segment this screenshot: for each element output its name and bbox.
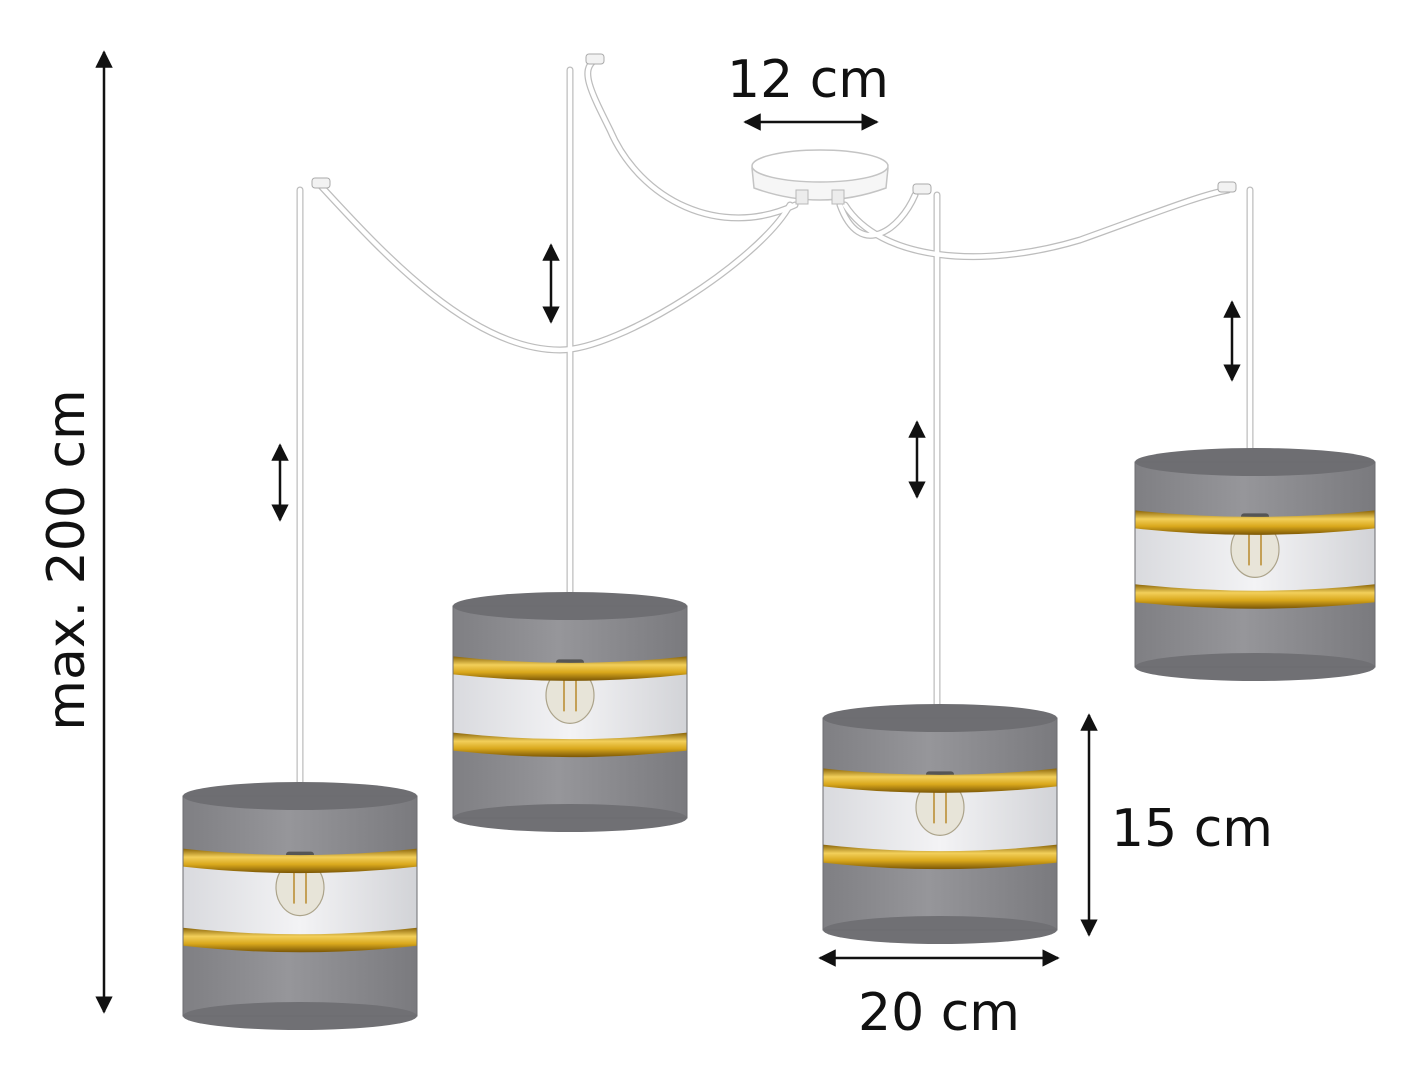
hook-3 (912, 183, 932, 195)
shade-4-lower-gold-ring (1135, 584, 1375, 609)
hook-2 (585, 53, 605, 65)
lamp-shades (182, 448, 1376, 1030)
shade-height-label: 15 cm (1111, 799, 1273, 859)
dimension-arrows (95, 50, 1098, 1014)
shade-2-upper-gold-ring (453, 656, 687, 681)
canopy-width-label: 12 cm (727, 50, 889, 110)
ceiling-canopy (751, 149, 889, 205)
max-height-label: max. 200 cm (37, 389, 97, 730)
shade-2-lower-gold-ring (453, 732, 687, 758)
shade-1-lower-gold-ring (183, 927, 417, 953)
shade-3-upper-gold-ring (823, 768, 1057, 793)
cables (296, 56, 1254, 799)
shade-2 (452, 592, 688, 832)
hook-4 (1217, 181, 1237, 193)
shade-3-lower-gold-ring (823, 844, 1057, 870)
cable-adjust-arrows (271, 243, 1241, 522)
shade-4 (1134, 448, 1376, 681)
hook-1 (311, 177, 331, 189)
shade-4-upper-gold-ring (1135, 510, 1375, 535)
shade-3 (822, 704, 1058, 944)
shade-1 (182, 782, 418, 1030)
ceiling-hooks (311, 53, 1237, 195)
cable-1-swag (316, 181, 794, 354)
shade-width-label: 20 cm (858, 983, 1020, 1043)
shade-1-upper-gold-ring (183, 848, 417, 874)
